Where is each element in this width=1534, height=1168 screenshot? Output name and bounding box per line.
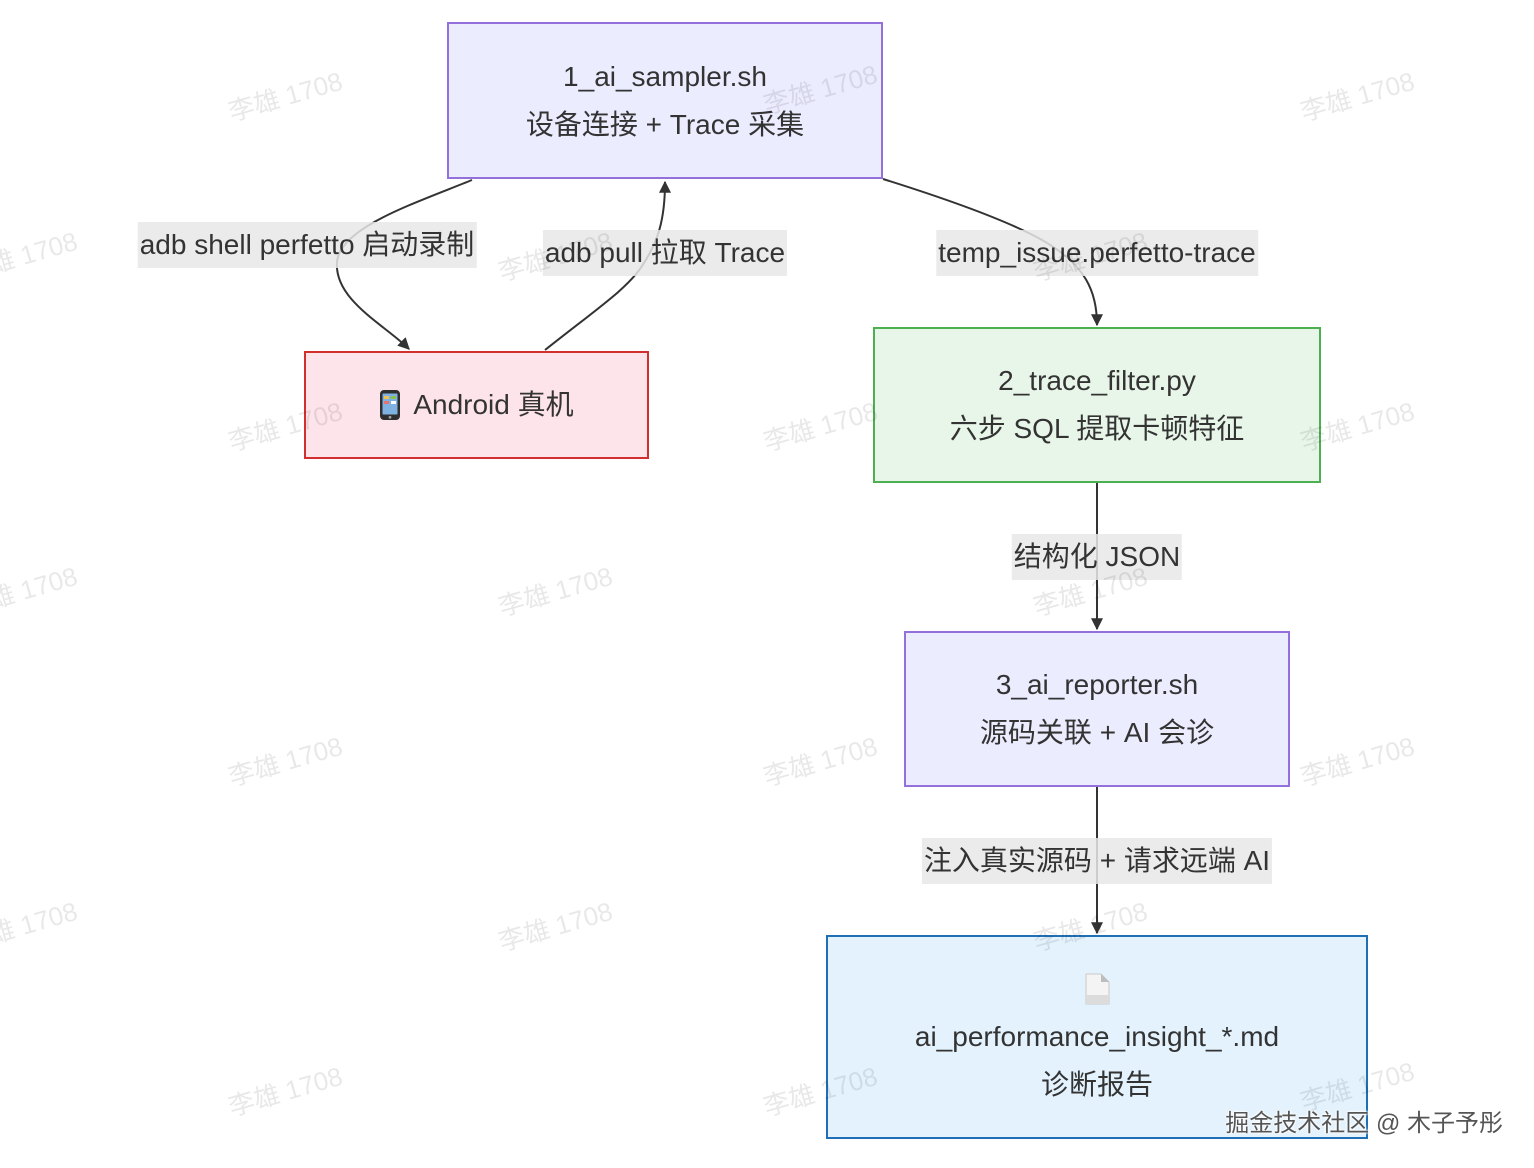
node-ai-sampler-subtitle: 设备连接 + Trace 采集 (525, 108, 805, 140)
node-trace-filter-subtitle: 六步 SQL 提取卡顿特征 (949, 413, 1245, 444)
node-android-row: Android 真机 (379, 381, 574, 429)
mobile-phone-icon (379, 389, 401, 421)
node-performance-report-subtitle: 诊断报告 (1040, 1069, 1153, 1100)
node-android-label: Android 真机 (413, 389, 574, 420)
edge-label-reporter-to-report: 注入真实源码 + 请求远端 AI (921, 838, 1273, 884)
node-performance-report: ai_performance_insight_*.md 诊断报告 (826, 935, 1368, 1139)
edge-label-android-to-sampler: adb pull 拉取 Trace (542, 230, 788, 276)
node-performance-report-title: ai_performance_insight_*.md (914, 1021, 1280, 1052)
node-ai-sampler: 1_ai_sampler.sh 设备连接 + Trace 采集 (447, 22, 883, 179)
site-credit-watermark: 掘金技术社区 @ 木子予彤 (1225, 1110, 1503, 1137)
node-ai-reporter-subtitle: 源码关联 + AI 会诊 (979, 717, 1215, 748)
node-ai-reporter: 3_ai_reporter.sh 源码关联 + AI 会诊 (904, 631, 1290, 787)
document-icon (1083, 965, 1111, 1013)
node-trace-filter: 2_trace_filter.py 六步 SQL 提取卡顿特征 (873, 327, 1321, 483)
node-android-device: Android 真机 (304, 351, 649, 459)
node-ai-sampler-title: 1_ai_sampler.sh (563, 60, 767, 92)
edge-label-filter-to-reporter: 结构化 JSON (1011, 534, 1183, 580)
node-trace-filter-title: 2_trace_filter.py (998, 365, 1196, 396)
edge-label-sampler-to-filter: temp_issue.perfetto-trace (936, 230, 1258, 276)
edge-label-sampler-to-android: adb shell perfetto 启动录制 (137, 222, 477, 268)
node-ai-reporter-title: 3_ai_reporter.sh (995, 669, 1199, 700)
